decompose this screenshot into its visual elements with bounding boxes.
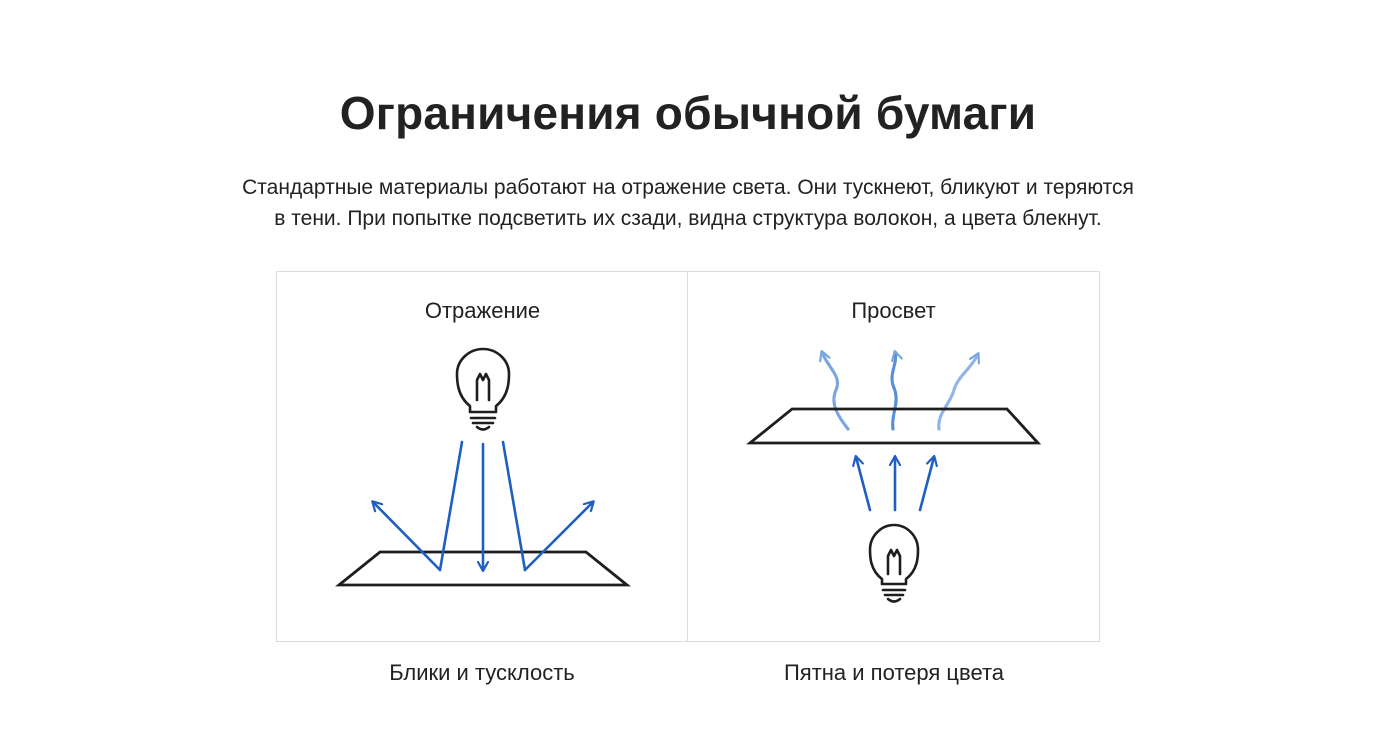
reflected-ray-left — [373, 502, 442, 572]
page-subtitle: Стандартные материалы работают на отраже… — [0, 172, 1376, 234]
wavy-arrow-left — [822, 352, 850, 431]
reflection-panel: Отражение — [276, 271, 689, 642]
incoming-ray-right — [501, 440, 527, 572]
reflected-ray-right — [523, 502, 593, 572]
light-ray-arrows — [373, 440, 593, 572]
incoming-ray-left — [438, 440, 464, 572]
light-ray-arrows — [856, 457, 934, 512]
transmission-panel: Просвет — [687, 271, 1100, 642]
subtitle-line-1: Стандартные материалы работают на отраже… — [242, 176, 1134, 199]
light-bulb-icon — [455, 347, 511, 431]
faded-wavy-arrows — [822, 352, 978, 431]
wavy-arrow-right — [937, 354, 978, 431]
page-title: Ограничения обычной бумаги — [339, 87, 1037, 139]
transmission-diagram — [746, 272, 1042, 603]
paper-sheet — [335, 550, 631, 587]
reflection-panel-title: Отражение — [424, 298, 541, 323]
subtitle-line-2: в тени. При попытке подсветить их сзади,… — [274, 207, 1102, 230]
transmission-panel-title: Просвет — [851, 298, 936, 323]
ray-up-left — [856, 457, 872, 512]
wavy-arrow-center — [890, 352, 896, 431]
reflection-diagram — [335, 347, 631, 587]
transmission-caption: Пятна и потеря цвета — [783, 660, 1005, 685]
light-bulb-icon — [868, 523, 920, 603]
paper-sheet — [746, 407, 1042, 445]
diagram-panels: Отражение — [276, 271, 1100, 642]
ray-up-right — [918, 457, 934, 512]
reflection-caption: Блики и тусклость — [389, 660, 575, 685]
